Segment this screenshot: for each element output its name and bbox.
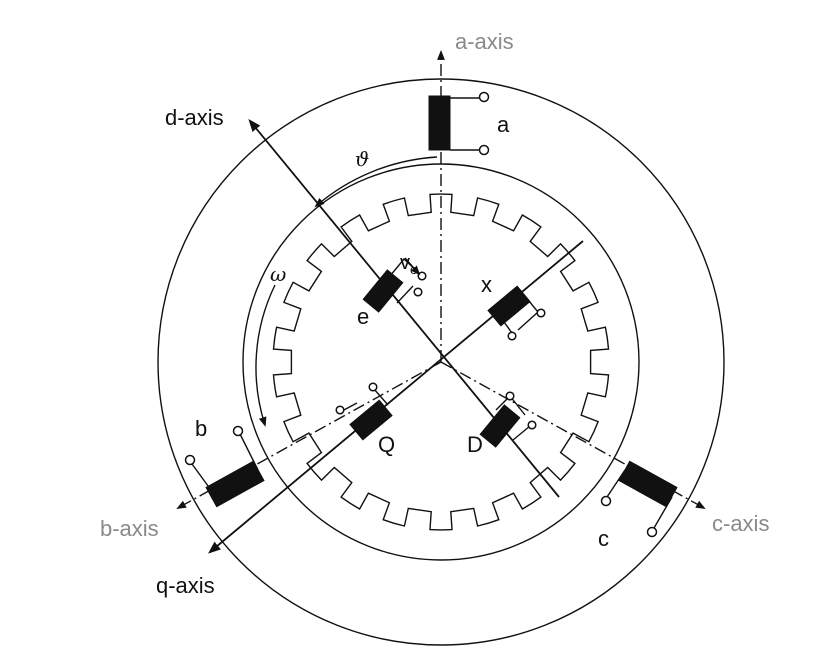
d-axis-label: d-axis <box>165 105 224 130</box>
stator-outer-circle <box>157 78 725 646</box>
rotor-slotted-outline <box>272 193 610 531</box>
c-axis-label: c-axis <box>712 511 769 536</box>
stator-winding-a <box>428 91 490 156</box>
rotor-winding-x <box>487 285 546 341</box>
q-axis-label: q-axis <box>156 573 215 598</box>
rotor-winding-Q <box>335 382 393 441</box>
a-axis-label: a-axis <box>455 29 514 54</box>
winding-Q-label: Q <box>378 432 395 457</box>
winding-e-label: e <box>357 304 369 329</box>
ve-main: v <box>400 252 410 274</box>
theta-angle-arc <box>314 156 438 208</box>
stator-winding-b <box>184 425 265 508</box>
ve-subscript: e <box>410 262 417 277</box>
phase-b-label: b <box>195 416 207 441</box>
phase-a-label: a <box>497 112 510 137</box>
b-axis-label: b-axis <box>100 516 159 541</box>
winding-D-label: D <box>467 432 483 457</box>
omega-label: ω <box>270 262 286 286</box>
phase-c-label: c <box>598 526 609 551</box>
d-axis-line <box>248 119 560 498</box>
rotor-winding-D <box>479 391 537 448</box>
rotor-winding-e <box>362 257 427 313</box>
theta-label: ϑ <box>355 147 369 171</box>
omega-rotation-arc <box>255 284 276 427</box>
stator-winding-c <box>600 460 678 538</box>
ve-label: ve <box>400 252 417 277</box>
winding-x-label: x <box>481 272 492 297</box>
